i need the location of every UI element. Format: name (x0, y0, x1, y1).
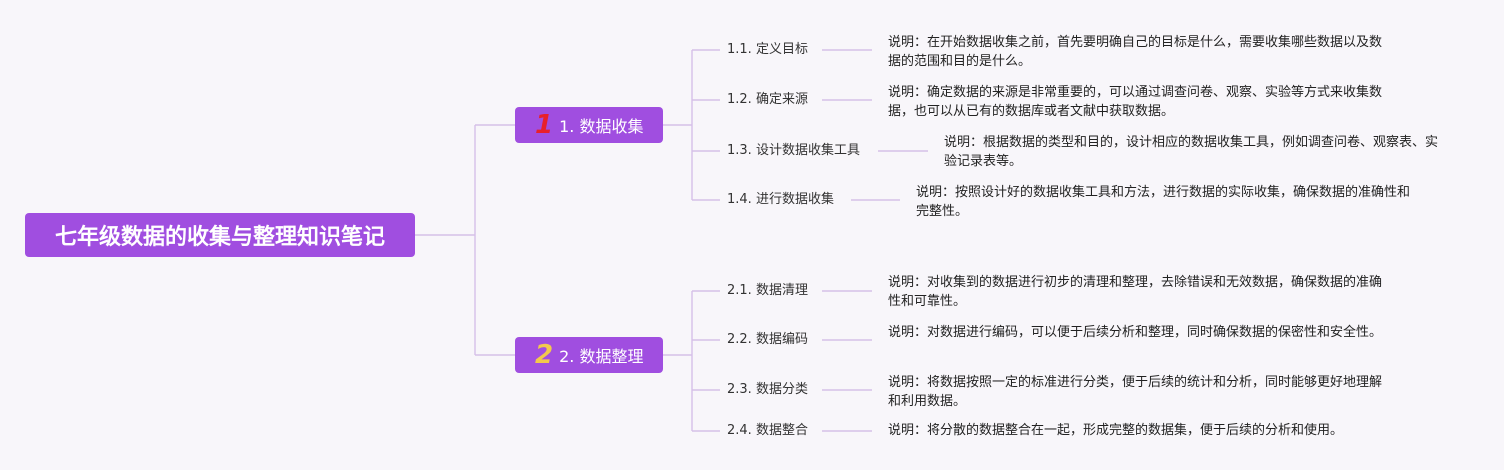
priority-2-icon: 2 (535, 340, 554, 370)
branch-data-organizing[interactable]: 2 2. 数据整理 (515, 337, 663, 373)
note-define-goal: 说明：在开始数据收集之前，首先要明确自己的目标是什么，需要收集哪些数据以及数据的… (888, 35, 1383, 69)
branch-label: 1. 数据收集 (559, 117, 644, 136)
note-determine-source: 说明：确定数据的来源是非常重要的，可以通过调查问卷、观察、实验等方式来收集数据，… (888, 85, 1383, 119)
leaf-define-goal[interactable]: 1.1. 定义目标 (727, 42, 808, 57)
note-data-classification: 说明：将数据按照一定的标准进行分类，便于后续的统计和分析，同时能够更好地理解和利… (888, 375, 1383, 409)
priority-1-icon: 1 (535, 110, 554, 140)
note-perform-collection: 说明：按照设计好的数据收集工具和方法，进行数据的实际收集，确保数据的准确性和完整… (916, 185, 1411, 219)
leaf-data-classification[interactable]: 2.3. 数据分类 (727, 382, 808, 397)
branch-data-collection[interactable]: 1 1. 数据收集 (515, 107, 663, 143)
leaf-perform-collection[interactable]: 1.4. 进行数据收集 (727, 192, 834, 207)
leaf-data-encoding[interactable]: 2.2. 数据编码 (727, 332, 808, 347)
root-node[interactable]: 七年级数据的收集与整理知识笔记 (25, 213, 415, 257)
note-design-tools: 说明：根据数据的类型和目的，设计相应的数据收集工具，例如调查问卷、观察表、实验记… (944, 135, 1439, 169)
leaf-data-integration[interactable]: 2.4. 数据整合 (727, 423, 808, 438)
note-data-integration: 说明：将分散的数据整合在一起，形成完整的数据集，便于后续的分析和使用。 (888, 423, 1344, 438)
leaf-data-cleaning[interactable]: 2.1. 数据清理 (727, 283, 808, 298)
leaf-determine-source[interactable]: 1.2. 确定来源 (727, 92, 808, 107)
note-data-encoding: 说明：对数据进行编码，可以便于后续分析和整理，同时确保数据的保密性和安全性。 (888, 325, 1383, 340)
root-title: 七年级数据的收集与整理知识笔记 (54, 225, 385, 250)
branch-label: 2. 数据整理 (559, 347, 644, 366)
leaf-design-tools[interactable]: 1.3. 设计数据收集工具 (727, 143, 860, 158)
note-data-cleaning: 说明：对收集到的数据进行初步的清理和整理，去除错误和无效数据，确保数据的准确性和… (888, 275, 1383, 309)
